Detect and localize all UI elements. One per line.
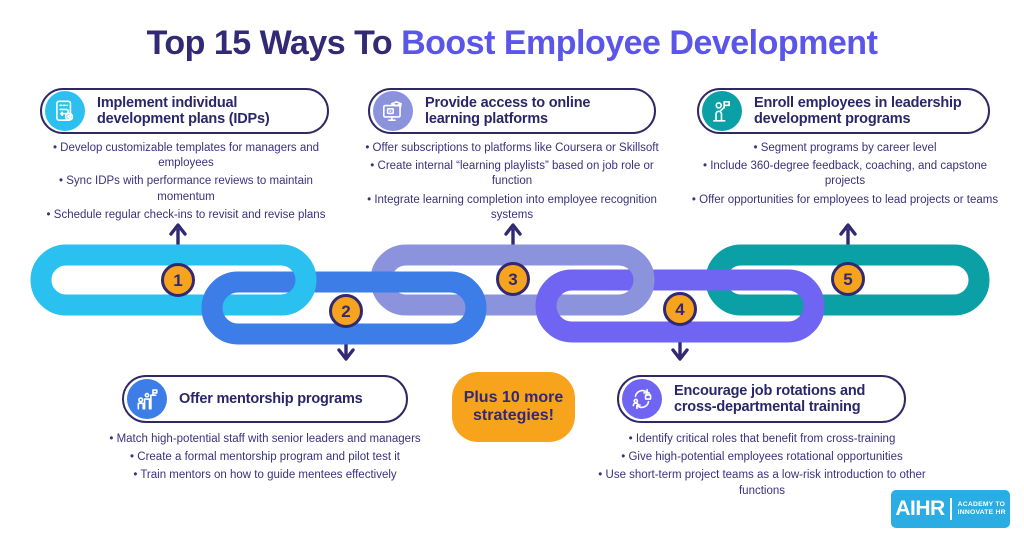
online-learning-icon <box>373 91 413 131</box>
card-title: Implement individual development plans (… <box>97 94 270 127</box>
card-online-learning-bullets: Offer subscriptions to platforms like Co… <box>356 141 668 226</box>
aihr-logo: AIHR ACADEMY TO INNOVATE HR <box>891 490 1010 528</box>
bullet: Create a formal mentorship program and p… <box>98 450 432 465</box>
mentorship-growth-icon <box>127 379 167 419</box>
chain-link-1-overlap <box>266 244 317 316</box>
card-title: Provide access to online learning platfo… <box>425 94 591 127</box>
step-number-3: 3 <box>496 262 530 296</box>
bullet: Sync IDPs with performance reviews to ma… <box>30 174 342 204</box>
bullet: Give high-potential employees rotational… <box>578 450 946 465</box>
bullet: Identify critical roles that benefit fro… <box>578 432 946 447</box>
chain-link-4 <box>535 269 825 343</box>
bullet: Match high-potential staff with senior l… <box>98 432 432 447</box>
title-highlight: Boost Employee Development <box>401 24 878 62</box>
aihr-logo-tagline: ACADEMY TO INNOVATE HR <box>957 500 1006 516</box>
bullet: Segment programs by career level <box>688 141 1002 156</box>
bullet: Offer opportunities for employees to lea… <box>688 193 1002 208</box>
bullet: Include 360-degree feedback, coaching, a… <box>688 159 1002 189</box>
card-mentorship-bullets: Match high-potential staff with senior l… <box>98 432 432 487</box>
svg-text:1: 1 <box>173 271 182 290</box>
page-title: Top 15 Ways To Boost Employee Developmen… <box>0 24 1024 63</box>
chain-links-graphic: 1 2 3 4 5 <box>30 223 990 361</box>
card-title: Encourage job rotations and cross-depart… <box>674 382 866 415</box>
card-job-rotation-bullets: Identify critical roles that benefit fro… <box>578 432 946 502</box>
card-title: Offer mentorship programs <box>179 390 363 407</box>
bullet: Schedule regular check-ins to revisit an… <box>30 208 342 223</box>
card-leadership-bullets: Segment programs by career level Include… <box>688 141 1002 211</box>
bullet: Develop customizable templates for manag… <box>30 141 342 171</box>
card-mentorship: Offer mentorship programs <box>122 375 408 423</box>
card-idp-bullets: Develop customizable templates for manag… <box>30 141 342 226</box>
leadership-flag-icon <box>702 91 742 131</box>
more-strategies-badge: Plus 10 more strategies! <box>452 372 575 442</box>
bullet: Use short-term project teams as a low-ri… <box>578 468 946 498</box>
step-number-5: 5 <box>831 262 865 296</box>
chain-link-2 <box>201 271 487 345</box>
step-number-1: 1 <box>161 263 195 297</box>
step-number-2: 2 <box>329 294 363 328</box>
svg-text:5: 5 <box>843 270 852 289</box>
bullet: Integrate learning completion into emplo… <box>356 193 668 223</box>
card-idp: Implement individual development plans (… <box>40 88 329 134</box>
card-title: Enroll employees in leadership developme… <box>754 94 962 127</box>
svg-text:3: 3 <box>508 270 517 289</box>
card-online-learning: Provide access to online learning platfo… <box>368 88 656 134</box>
svg-text:4: 4 <box>675 300 685 319</box>
bullet: Offer subscriptions to platforms like Co… <box>356 141 668 156</box>
logo-divider <box>949 498 952 520</box>
bullet: Create internal “learning playlists” bas… <box>356 159 668 189</box>
bullet: Train mentors on how to guide mentees ef… <box>98 468 432 483</box>
step-number-4: 4 <box>663 292 697 326</box>
svg-text:2: 2 <box>341 302 350 321</box>
chain-link-3-overlap <box>604 244 655 316</box>
development-plan-icon <box>45 91 85 131</box>
job-rotation-icon <box>622 379 662 419</box>
card-job-rotation: Encourage job rotations and cross-depart… <box>617 375 906 423</box>
card-leadership: Enroll employees in leadership developme… <box>697 88 990 134</box>
title-prefix: Top 15 Ways To <box>146 24 402 62</box>
aihr-logo-brand: AIHR <box>895 497 945 520</box>
